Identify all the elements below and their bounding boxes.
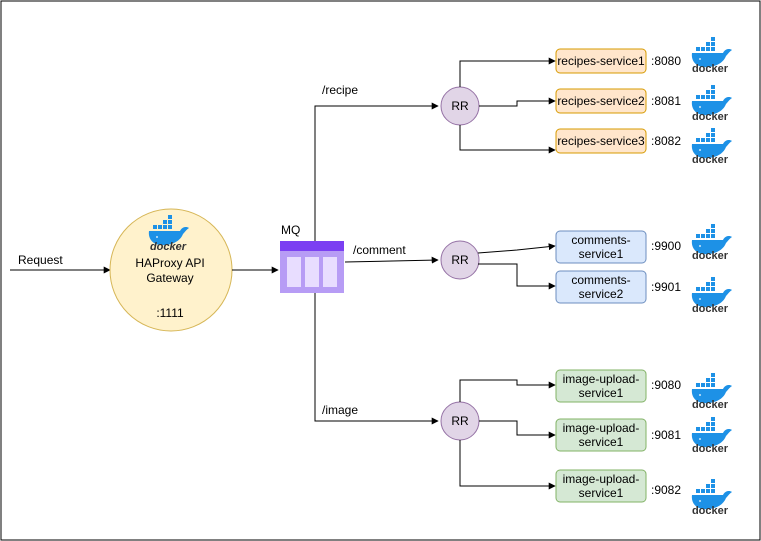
comments-service-2: comments- service2 xyxy=(555,270,647,304)
docker-label: docker xyxy=(692,250,729,262)
balancer-image-label: RR xyxy=(451,414,469,428)
balancer-comment-label: RR xyxy=(451,253,469,267)
docker-badge-images-2: docker xyxy=(691,417,732,455)
image-upload-service-2-line2: service1 xyxy=(579,435,624,449)
comments-service-2-line1: comments- xyxy=(571,273,630,287)
route-comment-label: /comment xyxy=(353,243,406,257)
comments-service-2-line2: service2 xyxy=(579,287,624,301)
image-upload-service-3-line2: service1 xyxy=(579,486,624,500)
docker-label: docker xyxy=(692,63,729,75)
docker-badge-recipes-1: docker xyxy=(691,37,732,75)
docker-label: docker xyxy=(692,399,729,411)
route-image-label: /image xyxy=(322,403,358,417)
connector-recipes-2 xyxy=(479,97,556,107)
gateway-name-line1: HAProxy API xyxy=(135,256,204,270)
gateway-name-line2: Gateway xyxy=(146,271,193,285)
gateway-docker-label: docker xyxy=(150,241,187,253)
connector-images-3 xyxy=(459,440,556,490)
comments-service-2-port: :9901 xyxy=(651,280,681,294)
connector-recipes-1 xyxy=(459,57,556,87)
image-upload-service-2-line1: image-upload- xyxy=(563,421,640,435)
balancer-recipe: RR xyxy=(440,86,480,126)
image-upload-service-1-port: :9080 xyxy=(651,378,681,392)
image-upload-service-1-line1: image-upload- xyxy=(563,372,640,386)
recipes-service-2-name: recipes-service2 xyxy=(557,94,645,108)
recipes-service-3: recipes-service3 xyxy=(555,128,647,154)
image-upload-service-3-line1: image-upload- xyxy=(563,472,640,486)
connector-recipes-3 xyxy=(459,125,556,154)
docker-label: docker xyxy=(692,303,729,315)
docker-badge-images-3: docker xyxy=(691,479,732,517)
balancer-recipe-label: RR xyxy=(451,99,469,113)
route-recipe-connector xyxy=(314,102,439,241)
docker-label: docker xyxy=(692,154,729,166)
docker-label: docker xyxy=(692,443,729,455)
gateway-port: :1111 xyxy=(156,306,184,320)
mq-label: MQ xyxy=(281,223,300,237)
docker-badge-comments-1: docker xyxy=(691,224,732,262)
docker-badge-images-1: docker xyxy=(691,373,732,411)
comments-service-1-port: :9900 xyxy=(651,239,681,253)
connector-comments-2 xyxy=(478,263,556,290)
comments-service-1-line1: comments- xyxy=(571,233,630,247)
image-upload-service-2-port: :9081 xyxy=(651,428,681,442)
recipes-service-2-port: :8081 xyxy=(651,94,681,108)
comments-service-1-line2: service1 xyxy=(579,247,624,261)
docker-label: docker xyxy=(692,505,729,517)
message-queue-icon xyxy=(280,241,344,293)
request-label: Request xyxy=(18,253,63,267)
route-recipe-label: /recipe xyxy=(322,83,358,97)
docker-label: docker xyxy=(692,111,729,123)
image-upload-service-1: image-upload- service1 xyxy=(555,369,647,403)
image-upload-service-2: image-upload- service1 xyxy=(555,418,647,452)
route-image-connector xyxy=(314,293,439,425)
docker-badge-comments-2: docker xyxy=(691,277,732,315)
balancer-image: RR xyxy=(440,401,480,441)
docker-badge-recipes-2: docker xyxy=(691,85,732,123)
docker-badge-recipes-3: docker xyxy=(691,128,732,166)
recipes-service-3-port: :8082 xyxy=(651,134,681,148)
comments-service-1: comments- service1 xyxy=(555,230,647,264)
connector-images-1 xyxy=(459,379,556,402)
image-upload-service-3-port: :9082 xyxy=(651,483,681,497)
image-upload-service-1-line2: service1 xyxy=(579,386,624,400)
connector-comments-1 xyxy=(477,243,556,254)
route-comment-connector xyxy=(344,256,439,264)
recipes-service-1-port: :8080 xyxy=(651,54,681,68)
recipes-service-3-name: recipes-service3 xyxy=(557,134,645,148)
recipes-service-1-name: recipes-service1 xyxy=(557,54,645,68)
image-upload-service-3: image-upload- service1 xyxy=(555,469,647,503)
connector-images-2 xyxy=(479,420,556,439)
recipes-service-1: recipes-service1 xyxy=(555,48,647,74)
balancer-comment: RR xyxy=(440,240,480,280)
recipes-service-2: recipes-service2 xyxy=(555,88,647,114)
